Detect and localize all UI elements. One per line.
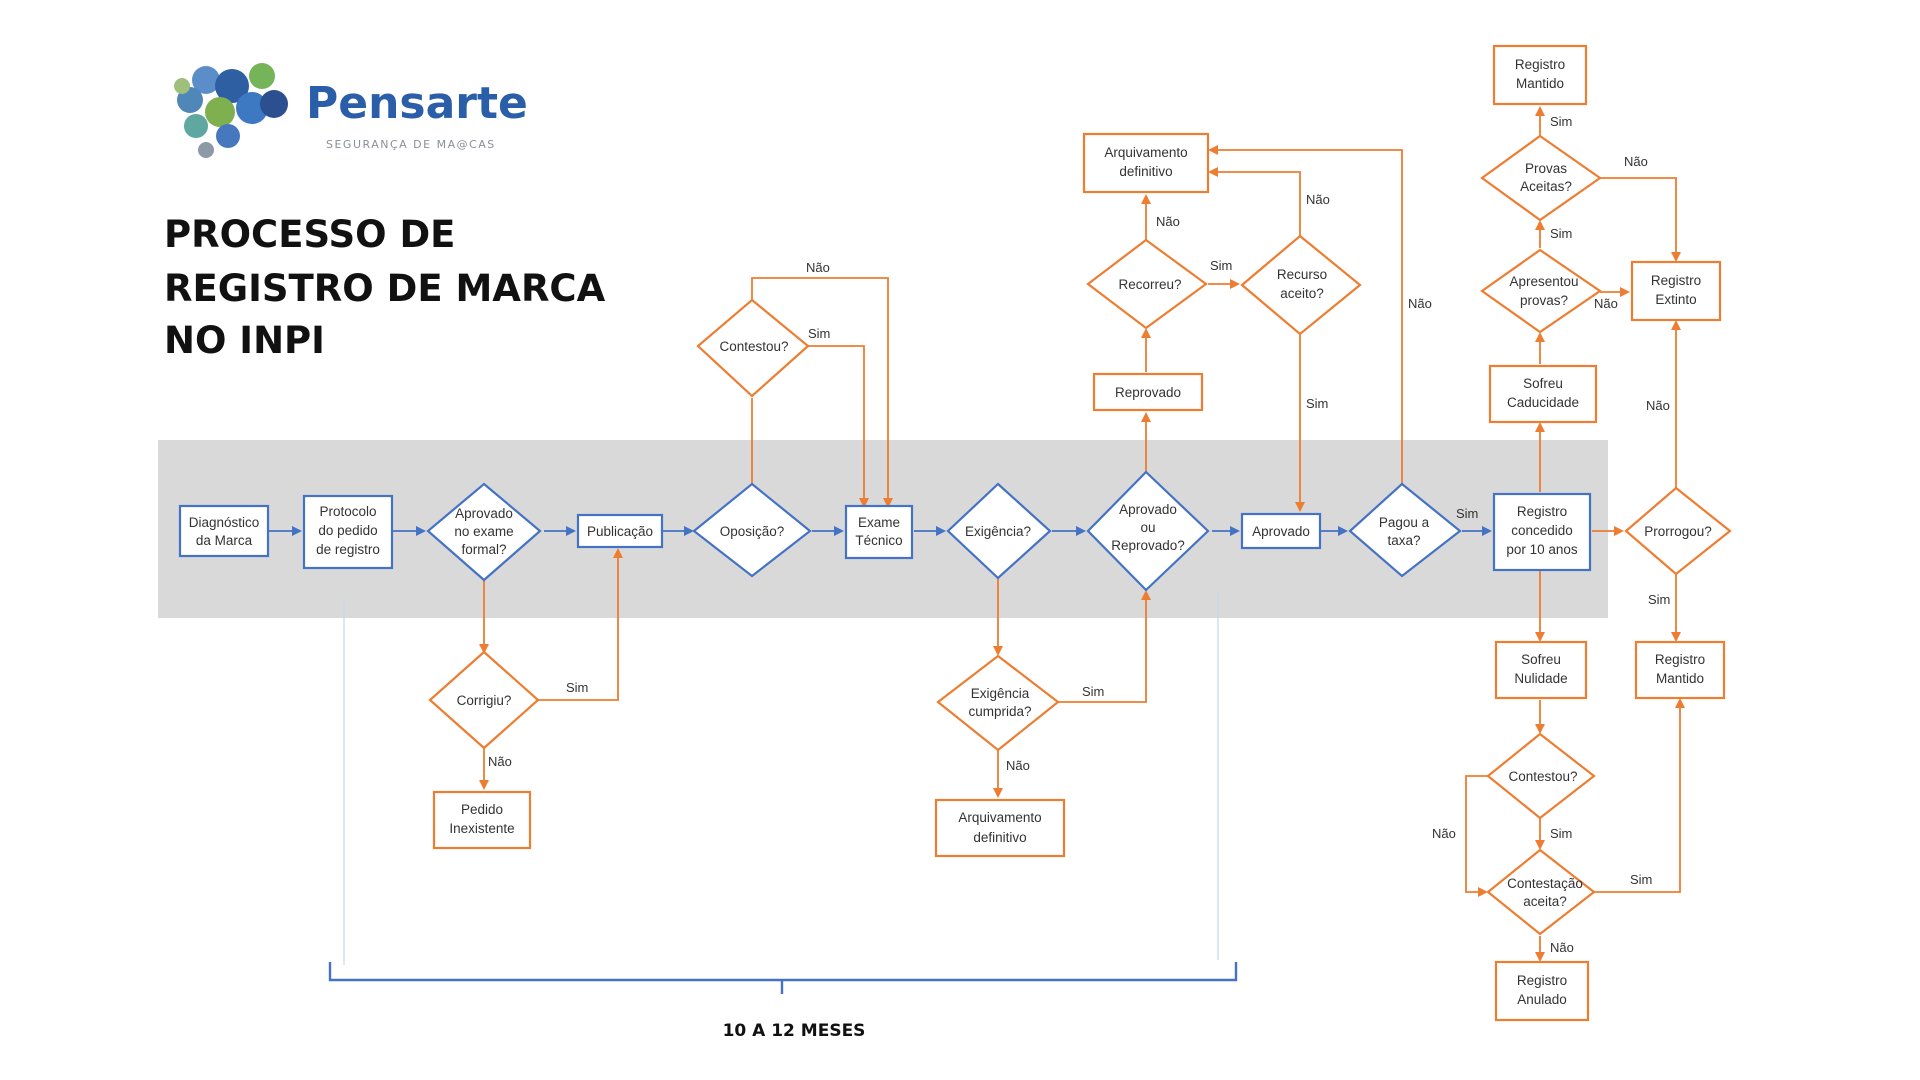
logo-icon [174,63,288,158]
logo-tagline: SEGURANÇA DE MA@CAS [326,138,496,151]
svg-text:Corrigiu?: Corrigiu? [457,693,512,708]
label-contestacao-sim: Sim [1630,872,1652,887]
label-cumprida-sim: Sim [1082,684,1104,699]
edge-labels: Sim Não Não Sim Sim Não Não Sim Não Sim … [488,114,1670,955]
label-corrigiu-sim: Sim [566,680,588,695]
node-oposicao: Oposição? [692,482,812,578]
node-contestou-top: Contestou? [696,298,810,398]
label-recorreu-nao: Não [1156,214,1180,229]
label-provas-aceitas-nao: Não [1624,154,1648,169]
logo: Pensarte SEGURANÇA DE MA@CAS [174,63,528,158]
label-apresentou-sim: Sim [1550,226,1572,241]
svg-text:Aprovado: Aprovado [1252,524,1310,539]
period-label: 10 A 12 MESES [723,1021,866,1041]
period-brace: 10 A 12 MESES [328,594,1238,1041]
label-taxa-nao: Não [1408,296,1432,311]
svg-text:Prorrogou?: Prorrogou? [1644,524,1712,539]
svg-text:Contestou?: Contestou? [1508,769,1577,784]
title-line-1: PROCESSO DE [164,213,455,256]
node-recorreu: Recorreu? [1086,238,1208,330]
label-corrigiu-nao: Não [488,754,512,769]
svg-text:Reprovado: Reprovado [1115,385,1181,400]
node-publicacao: Publicação [576,513,664,549]
svg-text:Recorreu?: Recorreu? [1118,277,1181,292]
node-reprovado: Reprovado [1092,372,1204,412]
label-provas-aceitas-sim: Sim [1550,114,1572,129]
label-prorrogou-nao: Não [1646,398,1670,413]
label-contestacao-nao: Não [1550,940,1574,955]
label-recurso-nao: Não [1306,192,1330,207]
page-title: PROCESSO DE REGISTRO DE MARCA NO INPI [164,213,606,362]
label-taxa-sim: Sim [1456,506,1478,521]
node-corrigiu: Corrigiu? [428,650,540,750]
logo-name: Pensarte [306,78,528,129]
label-contestou-nao: Não [806,260,830,275]
node-contestou-bottom: Contestou? [1486,732,1596,820]
svg-text:Oposição?: Oposição? [720,524,785,539]
label-prorrogou-sim: Sim [1648,592,1670,607]
svg-text:Exigência?: Exigência? [965,524,1031,539]
svg-text:Publicação: Publicação [587,524,653,539]
label-contestou-bottom-sim: Sim [1550,826,1572,841]
svg-text:Contestou?: Contestou? [719,339,788,354]
label-cumprida-nao: Não [1006,758,1030,773]
label-contestou-sim: Sim [808,326,830,341]
node-exigencia: Exigência? [946,482,1052,580]
connectors [268,106,1685,962]
node-aprovado: Aprovado [1240,512,1322,550]
title-line-2: REGISTRO DE MARCA [164,267,606,310]
label-recorreu-sim: Sim [1210,258,1232,273]
label-apresentou-nao: Não [1594,296,1618,311]
title-line-3: NO INPI [164,319,325,362]
label-contestou-bottom-nao: Não [1432,826,1456,841]
label-recurso-sim: Sim [1306,396,1328,411]
node-prorrogou: Prorrogou? [1624,486,1732,576]
